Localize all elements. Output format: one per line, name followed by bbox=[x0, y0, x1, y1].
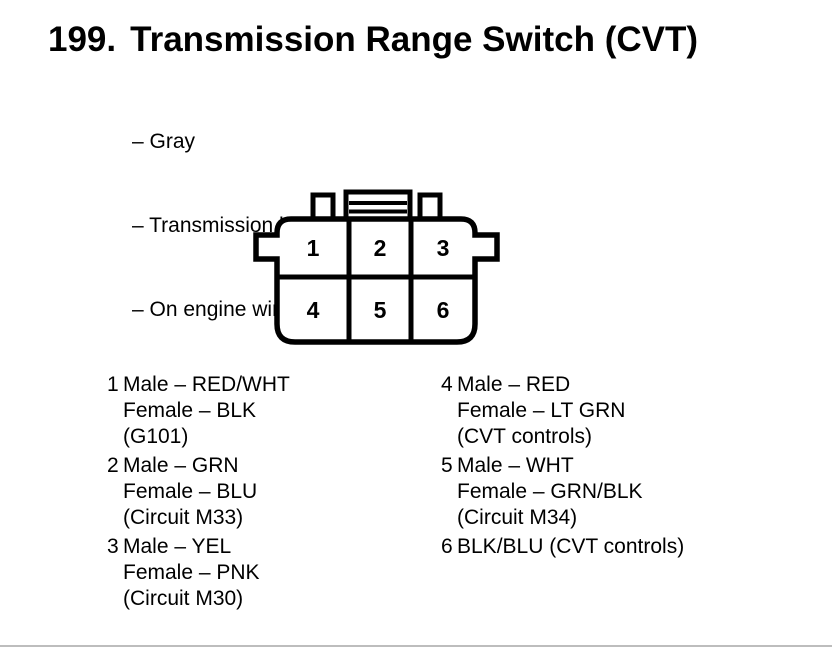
pin-list-left: 1 Male – RED/WHT Female – BLK (G101) 2 M… bbox=[107, 372, 290, 615]
pin-line: Female – PNK bbox=[123, 561, 260, 584]
attribute-line-color: – Gray bbox=[132, 130, 196, 153]
pin-line: Male – GRN bbox=[123, 454, 239, 477]
cavity-number: 1 bbox=[307, 235, 320, 261]
pin-description: Male – RED/WHT Female – BLK (G101) bbox=[123, 372, 290, 450]
pin-line: Female – GRN/BLK bbox=[457, 480, 643, 503]
cavity-number: 5 bbox=[374, 297, 387, 323]
pin-list-item: 2 Male – GRN Female – BLU (Circuit M33) bbox=[107, 453, 290, 531]
pin-description: Male – WHT Female – GRN/BLK (Circuit M34… bbox=[457, 453, 643, 531]
pin-line: Male – WHT bbox=[457, 454, 574, 477]
connector-body bbox=[253, 216, 500, 345]
pin-line: Male – YEL bbox=[123, 535, 232, 558]
pin-list-item: 6 BLK/BLU (CVT controls) bbox=[441, 534, 684, 560]
pin-list-right: 4 Male – RED Female – LT GRN (CVT contro… bbox=[441, 372, 684, 563]
pin-list-item: 3 Male – YEL Female – PNK (Circuit M30) bbox=[107, 534, 290, 612]
pin-line: (Circuit M34) bbox=[457, 506, 578, 529]
page-divider bbox=[0, 645, 832, 647]
pin-number: 1 bbox=[107, 373, 119, 396]
pin-list-item: 5 Male – WHT Female – GRN/BLK (Circuit M… bbox=[441, 453, 684, 531]
pin-description: BLK/BLU (CVT controls) bbox=[457, 534, 684, 560]
pin-line: (G101) bbox=[123, 425, 189, 448]
pin-line: Male – RED/WHT bbox=[123, 373, 290, 396]
pin-list-item: 1 Male – RED/WHT Female – BLK (G101) bbox=[107, 372, 290, 450]
pin-number: 6 bbox=[441, 535, 453, 558]
pin-number: 5 bbox=[441, 454, 453, 477]
pin-description: Male – GRN Female – BLU (Circuit M33) bbox=[123, 453, 257, 531]
cavity-number: 2 bbox=[374, 235, 387, 261]
cavity-number: 4 bbox=[307, 297, 320, 323]
pin-line: Female – BLK bbox=[123, 399, 257, 422]
pin-line: (Circuit M33) bbox=[123, 506, 244, 529]
section-header: 199. Transmission Range Switch (CVT) bbox=[48, 22, 698, 57]
cavity-number: 6 bbox=[437, 297, 450, 323]
section-number: 199. bbox=[48, 20, 117, 59]
pin-description: Male – RED Female – LT GRN (CVT controls… bbox=[457, 372, 625, 450]
pin-list-item: 4 Male – RED Female – LT GRN (CVT contro… bbox=[441, 372, 684, 450]
pin-description: Male – YEL Female – PNK (Circuit M30) bbox=[123, 534, 260, 612]
pin-line: BLK/BLU (CVT controls) bbox=[457, 535, 685, 558]
page-title: Transmission Range Switch (CVT) bbox=[130, 20, 699, 59]
pin-line: Male – RED bbox=[457, 373, 571, 396]
pin-number: 3 bbox=[107, 535, 119, 558]
pin-line: (Circuit M30) bbox=[123, 587, 244, 610]
pin-line: Female – BLU bbox=[123, 480, 258, 503]
cavity-number: 3 bbox=[437, 235, 450, 261]
pin-number: 2 bbox=[107, 454, 119, 477]
pin-number: 4 bbox=[441, 373, 453, 396]
pin-line: (CVT controls) bbox=[457, 425, 592, 448]
pin-line: Female – LT GRN bbox=[457, 399, 626, 422]
connector-diagram: 1 2 3 4 5 6 bbox=[253, 189, 500, 345]
